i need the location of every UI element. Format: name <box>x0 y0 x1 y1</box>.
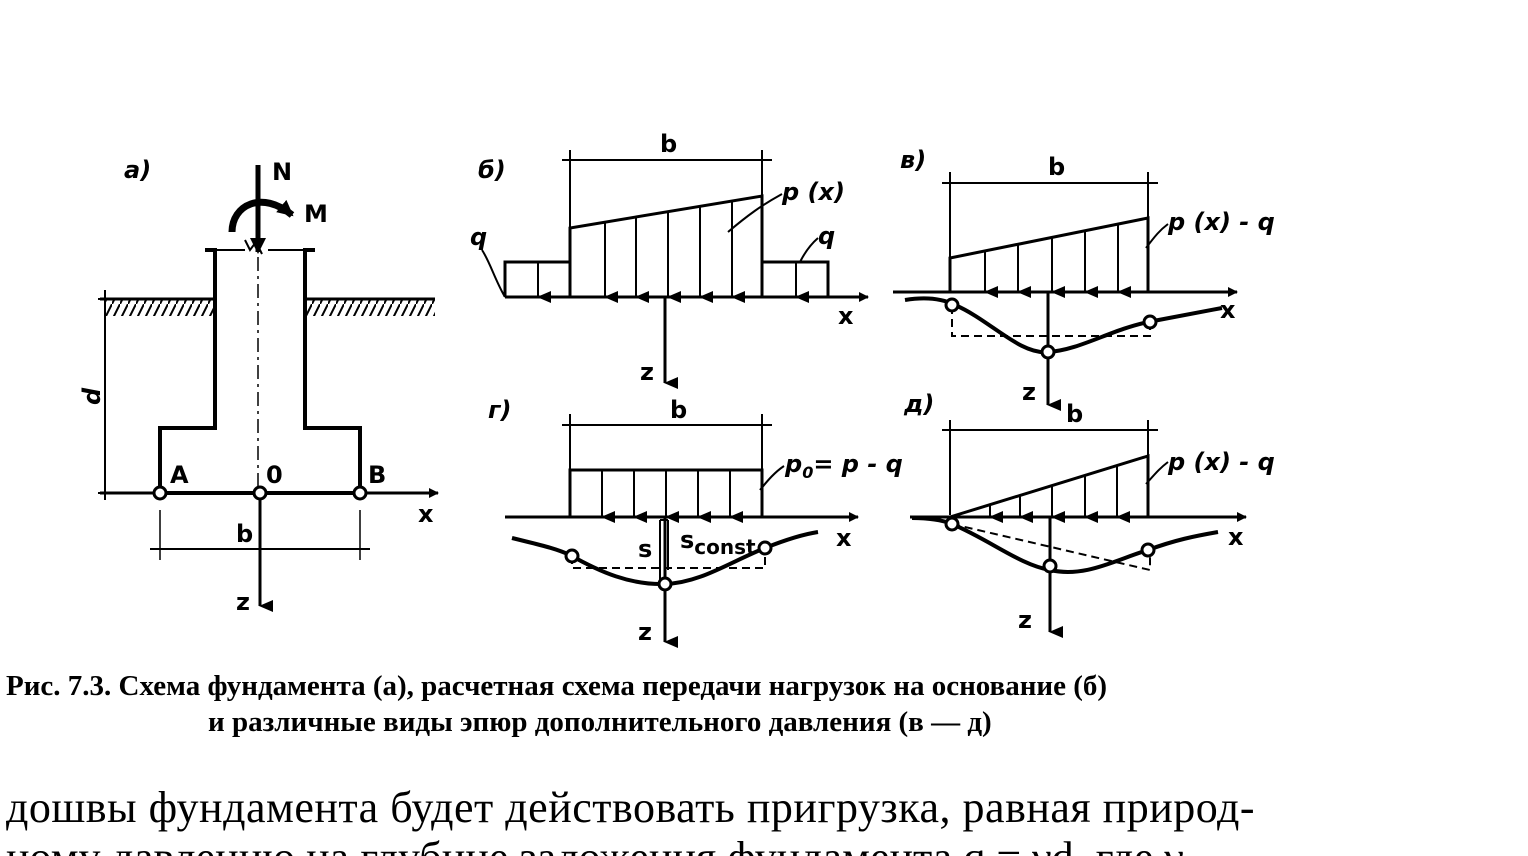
settlement-sconst-sub: const <box>694 535 756 559</box>
pressure-label: p0= p - q <box>784 450 903 482</box>
axis-z-b-label: z <box>640 358 654 386</box>
caption-line-1: Рис. 7.3. Схема фундамента (а), расчетна… <box>6 670 1108 702</box>
surcharge-right-outline <box>762 260 830 297</box>
pressure-label: p (x) - q <box>1167 208 1275 236</box>
width-label: b <box>1048 153 1065 181</box>
moment-m-arrow <box>228 198 295 233</box>
axis-x-d-label: x <box>1228 523 1244 551</box>
pressure-triangle <box>949 453 1150 519</box>
settlement-point <box>1040 344 1056 360</box>
panel-a: а) N M d x z A 0 B <box>78 156 439 616</box>
force-n-label: N <box>272 158 292 186</box>
width-label: b <box>1066 400 1083 428</box>
moment-m-label: M <box>304 200 328 228</box>
pressure-trapezoid <box>568 194 764 297</box>
settlement-s-label: s <box>638 535 652 563</box>
panel-g: г) b x z p0= p - q s sconst <box>488 396 903 648</box>
surcharge-left-leader <box>481 249 506 298</box>
pressure-leader <box>1145 223 1169 249</box>
surcharge-right-label: q <box>818 222 835 250</box>
panel-a-letter: а) <box>124 156 151 184</box>
depth-label: d <box>78 387 106 405</box>
settlement-point <box>1140 542 1156 558</box>
settlement-point <box>1142 314 1158 330</box>
panel-d: д) b x z p (x) - q <box>903 390 1275 638</box>
settlement-point <box>657 576 673 592</box>
surcharge-left-outline <box>503 260 570 297</box>
panel-b-letter: б) <box>478 156 506 184</box>
panel-b: б) b x z q q p (x) <box>470 130 869 389</box>
body-text-line-2: ному давлению на глубине заложения фунда… <box>6 832 1239 856</box>
caption-line-2: и различные виды эпюр дополнительного да… <box>208 706 992 738</box>
settlement-point <box>564 548 580 564</box>
panel-v: в) b x z p (x) - q <box>893 146 1275 411</box>
ground-hatch-left <box>105 300 215 316</box>
axis-x-b-label: x <box>838 302 854 330</box>
width-label: b <box>660 130 677 158</box>
pressure-leader <box>1145 461 1169 485</box>
pressure-label: p (x) <box>781 178 845 206</box>
axis-z-d-label: z <box>1018 606 1032 634</box>
settlement-point <box>1042 558 1058 574</box>
settlement-point <box>944 297 960 313</box>
point-a-marker <box>152 485 168 501</box>
settlement-reference <box>951 523 1151 572</box>
surcharge-left-label: q <box>470 223 487 251</box>
axis-z-a-label: z <box>236 588 250 616</box>
settlement-sconst-s: s <box>680 526 694 554</box>
axis-x-a-label: x <box>418 500 434 528</box>
pressure-label-p: p <box>784 450 802 478</box>
pressure-leader <box>727 193 783 233</box>
foundation-outline <box>158 248 362 495</box>
width-label: b <box>670 396 687 424</box>
point-a-label: A <box>170 461 189 489</box>
pressure-label: p (x) - q <box>1167 448 1275 476</box>
point-o-marker <box>252 485 268 501</box>
panel-g-letter: г) <box>488 396 512 424</box>
pressure-label-sub: 0 <box>802 463 813 482</box>
point-o-label: 0 <box>266 461 283 489</box>
axis-z-g-label: z <box>638 618 652 646</box>
settlement-sconst-label: sconst <box>680 526 756 559</box>
settlement-point <box>757 540 773 556</box>
point-b-label: B <box>368 461 386 489</box>
pressure-label-rest: = p - q <box>813 450 903 478</box>
settlement-point <box>944 516 960 532</box>
axis-x-v-label: x <box>1220 296 1236 324</box>
surcharge-right-leader <box>799 237 819 263</box>
panel-v-letter: в) <box>900 146 926 174</box>
axis-x-g-label: x <box>836 524 852 552</box>
panel-d-letter: д) <box>903 390 934 418</box>
body-text-line-1: дошвы фундамента будет действовать пригр… <box>6 783 1256 832</box>
pressure-trapezoid <box>948 216 1150 292</box>
ground-hatch-right <box>305 300 435 316</box>
point-b-marker <box>352 485 368 501</box>
pressure-leader <box>759 465 785 491</box>
width-label: b <box>236 520 253 548</box>
axis-z-v-label: z <box>1022 378 1036 406</box>
